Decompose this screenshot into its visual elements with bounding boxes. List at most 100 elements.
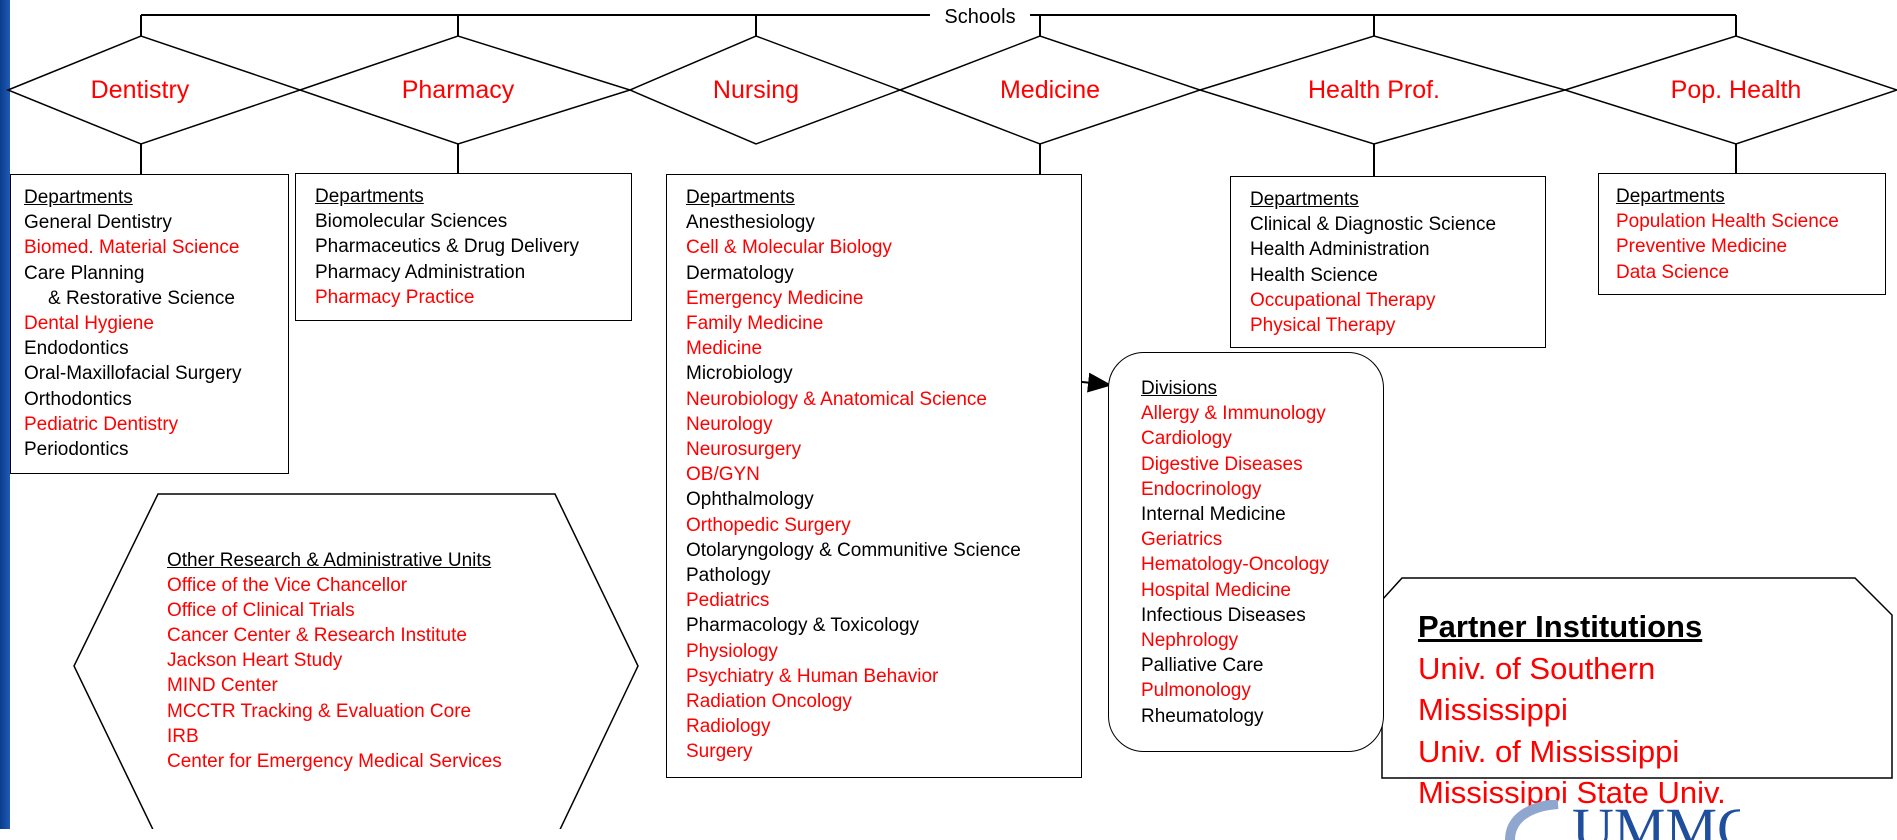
list-item: Rheumatology (1141, 705, 1264, 727)
school-label-pharmacy: Pharmacy (401, 76, 515, 104)
list-item: Pharmacy Practice (315, 286, 475, 308)
list-item: Otolaryngology & Communitive Science (686, 539, 1021, 561)
list-item: Mississippi (1418, 692, 1568, 727)
dentistry-departments-heading: Departments (24, 187, 133, 208)
list-item: Medicine (686, 338, 763, 360)
pharmacy-departments-heading: Departments (315, 186, 424, 207)
left-accent-bar (0, 0, 10, 829)
list-item: Orthodontics (24, 388, 132, 410)
list-item: Allergy & Immunology (1141, 403, 1326, 425)
list-item: Anesthesiology (686, 212, 815, 234)
list-item: Radiology (686, 716, 771, 738)
list-item: Psychiatry & Human Behavior (686, 665, 939, 687)
list-item: Dental Hygiene (24, 313, 154, 335)
list-item: Jackson Heart Study (167, 650, 343, 672)
pop-health-departments-heading: Departments (1616, 186, 1725, 207)
list-item: Dermatology (686, 262, 794, 284)
list-item: Endocrinology (1141, 478, 1262, 500)
list-item: Nephrology (1141, 630, 1239, 652)
school-label-pop-health: Pop. Health (1670, 76, 1802, 104)
list-item: Pathology (686, 565, 771, 587)
list-item: MIND Center (167, 675, 278, 697)
health-prof-departments-heading: Departments (1250, 189, 1359, 210)
list-item: Clinical & Diagnostic Science (1250, 214, 1497, 236)
school-label-health-prof: Health Prof. (1307, 76, 1440, 104)
list-item: Care Planning (24, 262, 145, 284)
list-item: Occupational Therapy (1250, 289, 1436, 311)
list-item: Physiology (686, 640, 778, 662)
list-item: Microbiology (686, 363, 793, 385)
list-item: Geriatrics (1141, 529, 1223, 551)
list-item: Hematology-Oncology (1141, 554, 1329, 576)
schools-title: Schools (930, 6, 1030, 29)
list-item: IRB (167, 725, 199, 747)
ummc-logo: UMMC (1505, 800, 1740, 840)
list-item: Physical Therapy (1250, 315, 1396, 337)
partner-institutions-heading: Partner Institutions (1418, 609, 1703, 644)
list-item: Univ. of Southern (1418, 650, 1656, 686)
school-diamond-pop-health (1562, 35, 1897, 145)
list-item: Oral-Maxillofacial Surgery (24, 363, 242, 385)
list-item: Ophthalmology (686, 489, 814, 511)
list-item: Family Medicine (686, 313, 824, 335)
list-item: Surgery (686, 741, 753, 763)
list-item: Orthopedic Surgery (686, 514, 851, 536)
ummc-logo-text: UMMC (1572, 800, 1740, 840)
list-item: General Dentistry (24, 212, 172, 234)
list-item: & Restorative Science (48, 287, 235, 309)
list-item: Internal Medicine (1141, 504, 1286, 526)
other-units-heading: Other Research & Administrative Units (167, 550, 492, 571)
list-item: Biomolecular Sciences (315, 211, 508, 233)
school-label-nursing: Nursing (712, 76, 800, 104)
list-item: Center for Emergency Medical Services (167, 750, 502, 772)
divisions-heading: Divisions (1141, 378, 1218, 399)
school-label-dentistry: Dentistry (90, 76, 190, 104)
medicine-departments-heading: Departments (686, 187, 795, 208)
list-item: Pharmacy Administration (315, 261, 526, 283)
list-item: Radiation Oncology (686, 691, 852, 713)
health-prof-departments-box: Departments Clinical & Diagnostic Scienc… (1230, 176, 1546, 348)
list-item: Health Science (1250, 264, 1378, 286)
list-item: MCCTR Tracking & Evaluation Core (167, 700, 472, 722)
other-units-hexagon (73, 493, 639, 829)
list-item: Pediatrics (686, 590, 770, 612)
list-item: Office of the Vice Chancellor (167, 575, 408, 597)
list-item: Preventive Medicine (1616, 236, 1788, 258)
list-item: Palliative Care (1141, 655, 1264, 677)
list-item: Endodontics (24, 338, 129, 360)
list-item: OB/GYN (686, 464, 760, 486)
list-item: Mississippi State Univ. (1418, 775, 1726, 810)
other-units-text: Other Research & Administrative Units Of… (167, 548, 502, 774)
list-item: Data Science (1616, 261, 1730, 283)
list-item: Health Administration (1250, 239, 1430, 261)
list-item: Population Health Science (1616, 211, 1839, 233)
list-item: Neurobiology & Anatomical Science (686, 388, 988, 410)
list-item: Cell & Molecular Biology (686, 237, 892, 259)
list-item: Pulmonology (1141, 680, 1251, 702)
list-item: Digestive Diseases (1141, 453, 1303, 475)
list-item: Biomed. Material Science (24, 237, 240, 259)
list-item: Infectious Diseases (1141, 604, 1306, 626)
list-item: Cancer Center & Research Institute (167, 625, 467, 647)
list-item: Periodontics (24, 439, 129, 461)
list-item: Univ. of Mississippi (1418, 733, 1680, 769)
list-item: Hospital Medicine (1141, 579, 1291, 601)
list-item: Pharmacology & Toxicology (686, 615, 920, 637)
list-item: Neurology (686, 413, 773, 435)
school-label-medicine: Medicine (999, 76, 1101, 104)
list-item: Emergency Medicine (686, 287, 864, 309)
